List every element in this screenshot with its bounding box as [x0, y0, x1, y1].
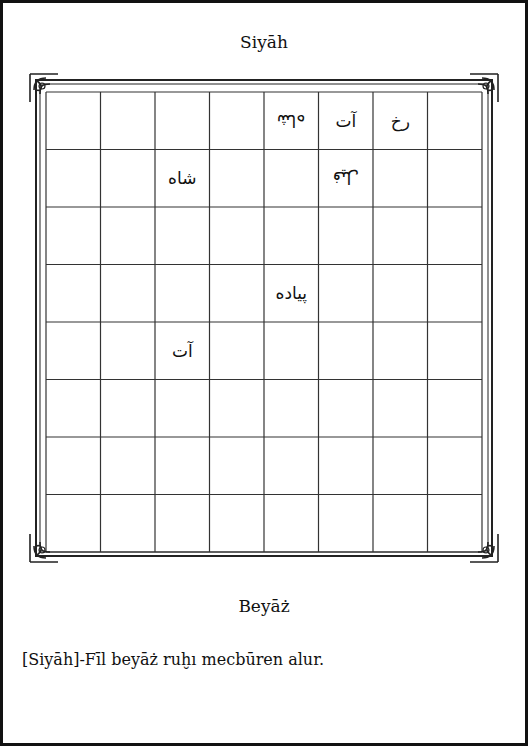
grid-line — [46, 149, 482, 150]
corner-ornament — [39, 547, 45, 553]
corner-ornament — [470, 534, 498, 562]
piece-name: رخ — [391, 111, 410, 131]
board-frame — [36, 80, 492, 556]
grid-line — [46, 206, 482, 207]
grid-line — [46, 551, 482, 552]
grid-line — [46, 436, 482, 437]
corner-ornament — [30, 74, 58, 102]
grid-line — [46, 91, 482, 92]
corner-ornament — [30, 74, 58, 102]
board-frame — [40, 84, 488, 552]
piece-name: فیل — [333, 168, 359, 188]
grid-line — [46, 379, 482, 380]
caption: [Siyāh]-Fīl beyāż ruḫı mecbūren alur. — [22, 650, 512, 669]
corner-ornament — [470, 534, 498, 562]
corner-ornament — [470, 74, 498, 102]
grid-line — [46, 494, 482, 495]
corner-ornament — [483, 547, 489, 553]
side-label: Siyāh — [240, 32, 288, 52]
piece-name: شاه — [168, 168, 196, 188]
board-grid — [46, 92, 482, 552]
corner-ornament — [39, 83, 45, 89]
corner-ornament — [483, 83, 489, 89]
piece-name: شاه — [277, 111, 305, 131]
grid-line — [46, 321, 482, 322]
piece-name: آت — [335, 111, 356, 131]
corner-ornament — [470, 74, 498, 102]
side-label: Beyāż — [238, 596, 289, 616]
corner-ornament — [30, 534, 58, 562]
grid-line — [46, 264, 482, 265]
piece-name: پیاده — [275, 283, 307, 303]
piece-name: آت — [172, 341, 193, 361]
corner-ornament — [30, 534, 58, 562]
corner-ornament — [30, 74, 498, 562]
